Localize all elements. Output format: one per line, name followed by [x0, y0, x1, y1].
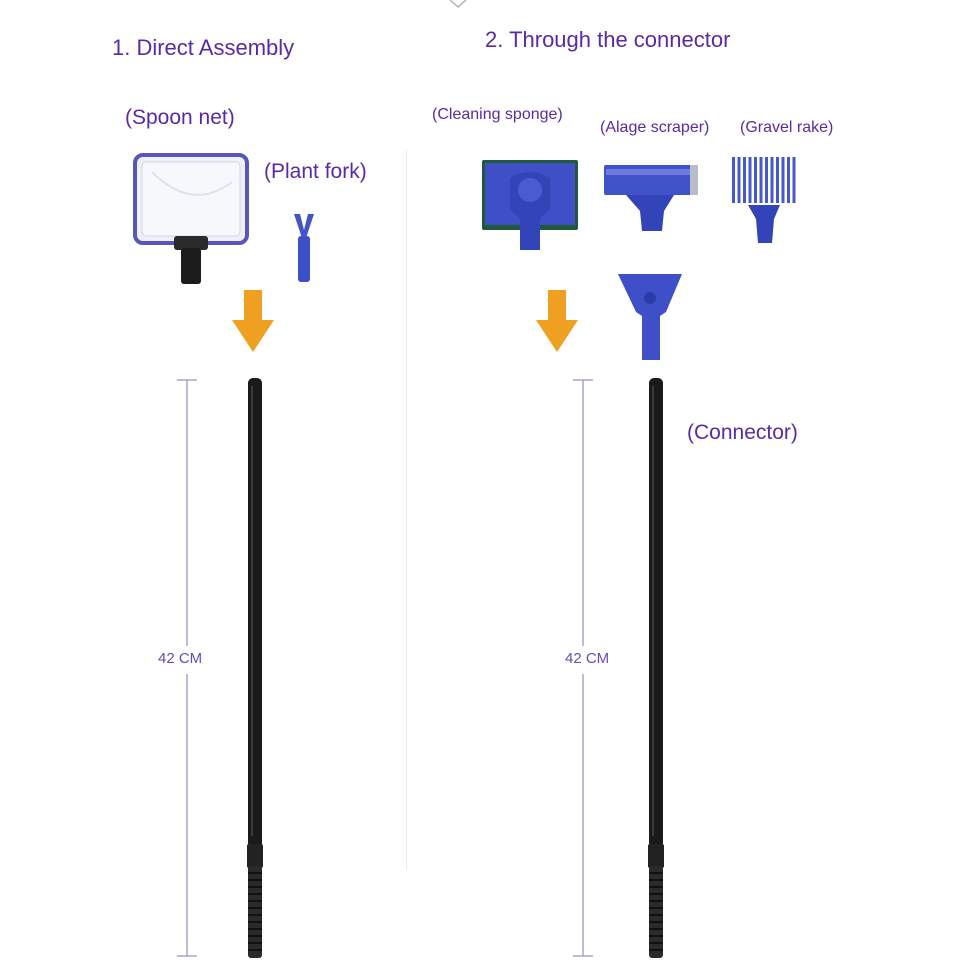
arrow-down-icon [232, 290, 274, 352]
center-divider [406, 150, 407, 870]
pole-icon [648, 378, 664, 958]
algae-scraper-icon [604, 165, 698, 231]
gravel-rake-icon [730, 155, 798, 243]
pole-icon [247, 378, 263, 958]
cleaning-sponge-label: (Cleaning sponge) [432, 106, 563, 123]
algae-scraper-label: (Alage scraper) [600, 119, 710, 136]
spoon-net-icon [133, 153, 249, 284]
cleaning-sponge-icon [482, 160, 578, 250]
top-chevron-icon [449, 0, 467, 8]
length-label-right: 42 CM [565, 650, 610, 667]
connector-icon [618, 274, 682, 360]
connector-label: (Connector) [687, 421, 798, 444]
arrow-down-icon [536, 290, 578, 352]
section-1-title: 1. Direct Assembly [112, 35, 295, 60]
plant-fork-icon [294, 214, 314, 282]
measure-bracket-icon [177, 379, 197, 957]
plant-fork-label: (Plant fork) [264, 160, 367, 183]
measure-bracket-icon [573, 379, 593, 957]
section-2-title: 2. Through the connector [485, 27, 731, 52]
length-label-left: 42 CM [158, 650, 203, 667]
spoon-net-label: (Spoon net) [125, 106, 235, 129]
gravel-rake-label: (Gravel rake) [740, 119, 834, 136]
